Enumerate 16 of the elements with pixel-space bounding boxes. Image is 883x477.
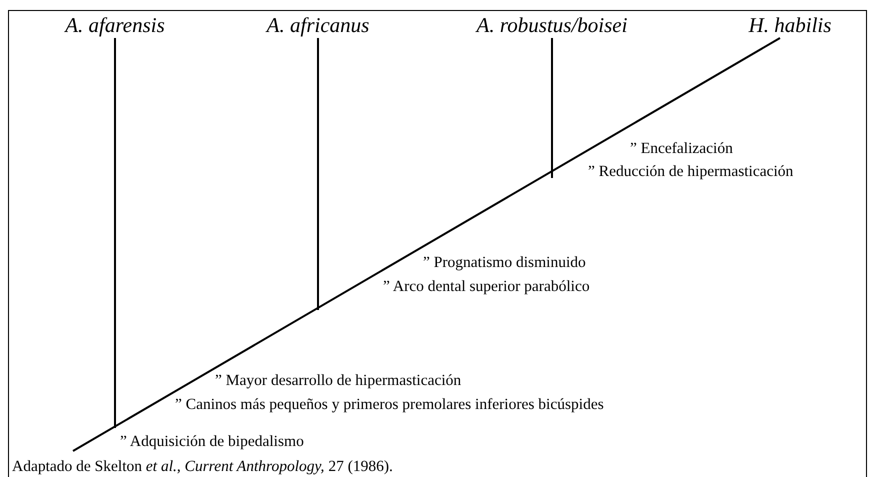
taxon-label: H. habilis xyxy=(748,12,832,38)
trait-label: ” Adquisición de bipedalismo xyxy=(120,433,304,451)
trait-label: ” Encefalización xyxy=(630,140,733,158)
branch-line xyxy=(317,38,319,310)
branch-line xyxy=(551,38,553,178)
trait-label: ” Mayor desarrollo de hipermasticación xyxy=(215,372,462,390)
taxon-label: A. afarensis xyxy=(65,12,165,38)
branch-line xyxy=(72,37,780,452)
taxon-label: A. africanus xyxy=(266,12,370,38)
trait-label: ” Prognatismo disminuido xyxy=(423,254,586,272)
branch-line xyxy=(114,38,116,428)
trait-label: ” Caninos más pequeños y primeros premolares inferiores bicúspides xyxy=(175,396,604,414)
trait-label: ” Arco dental superior parabólico xyxy=(383,278,590,296)
trait-label: ” Reducción de hipermasticación xyxy=(588,163,794,181)
caption: Adaptado de Skelton et al., Current Anthropology, 27 (1986). xyxy=(12,458,393,476)
taxon-label: A. robustus/boisei xyxy=(476,12,628,38)
